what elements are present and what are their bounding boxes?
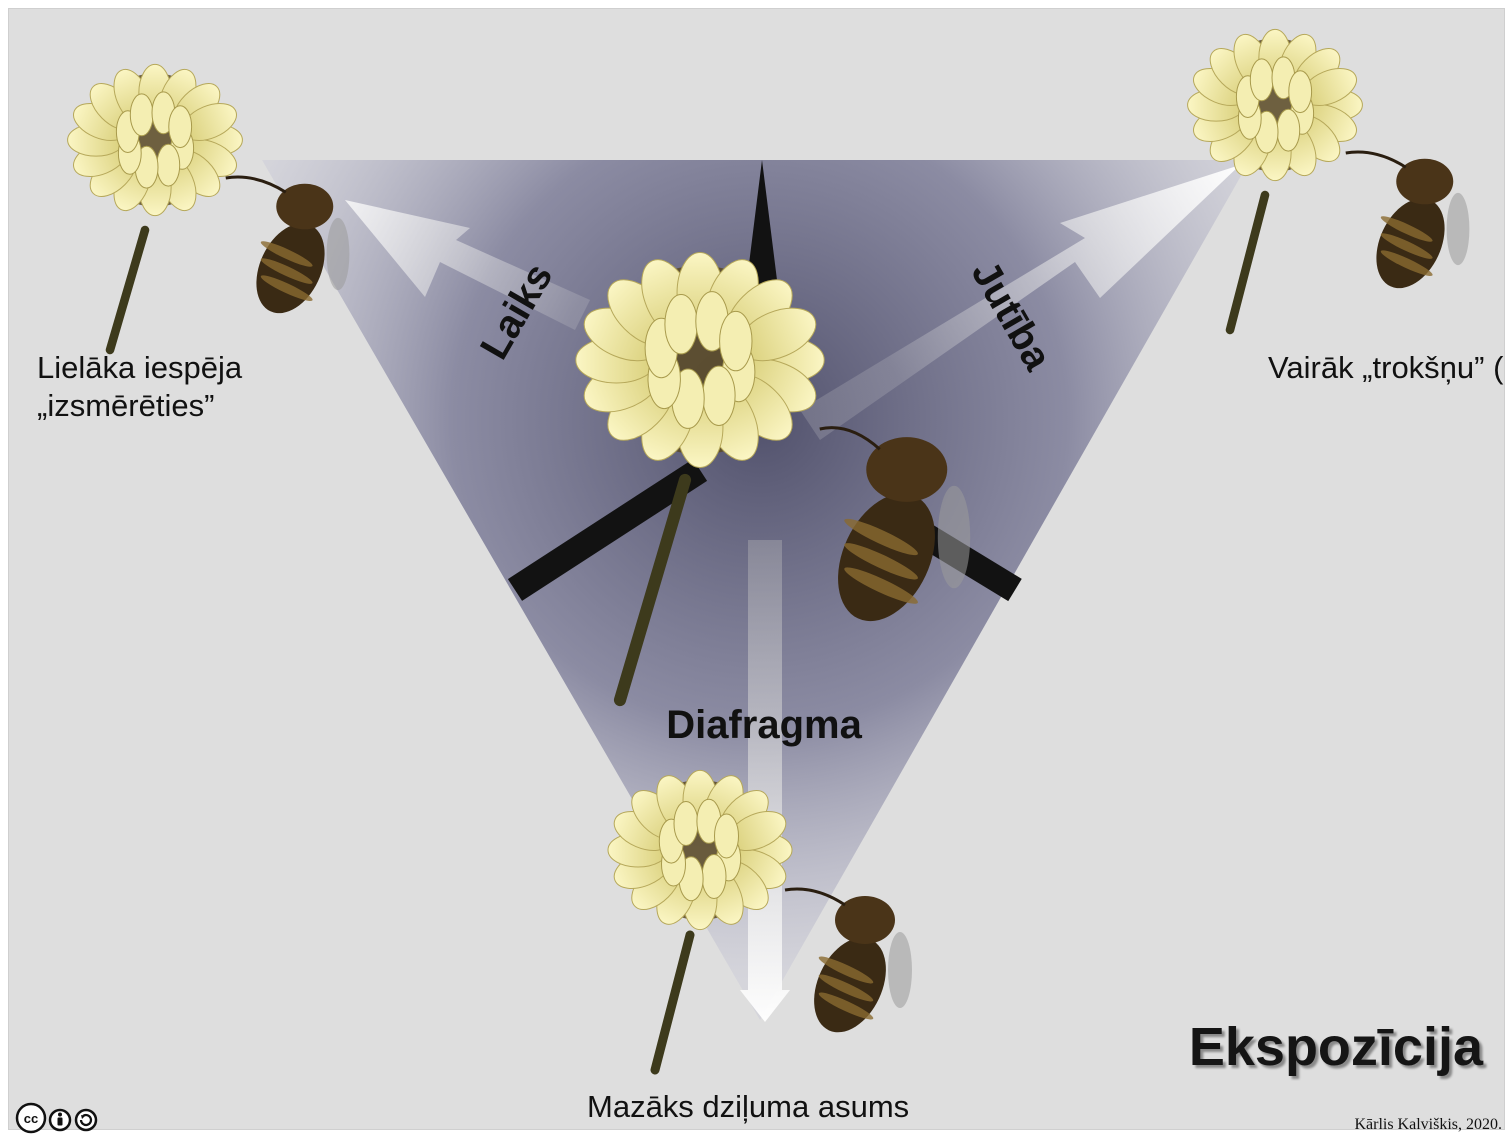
bee (1346, 152, 1470, 299)
petal (715, 814, 739, 858)
petal (674, 802, 698, 846)
petal (169, 106, 192, 148)
caption-bottom: Mazāks dziļuma asums (587, 1088, 909, 1126)
petal (720, 311, 752, 370)
petal (1277, 109, 1300, 151)
petal (702, 855, 726, 899)
cc-icon: cc (17, 1104, 45, 1132)
petal (1250, 59, 1273, 101)
stem (1230, 195, 1265, 330)
caption-top-left: Lielāka iespēja „izsmērēties” (37, 349, 242, 425)
cc-license-badge: cc (15, 1102, 99, 1134)
petal (130, 94, 153, 136)
stem (655, 935, 690, 1070)
stem (110, 230, 145, 350)
petal (157, 144, 180, 186)
slide-title: Ekspozīcija (1189, 1016, 1483, 1078)
svg-text:cc: cc (24, 1111, 38, 1126)
sa-icon (76, 1110, 96, 1130)
petal (1289, 71, 1312, 113)
caption-top-right: Vairāk „trokšņu” (lielāks grauds) (1268, 349, 1505, 387)
petal (665, 295, 697, 354)
by-icon (50, 1110, 70, 1130)
axis-label-diafragma: Diafragma (666, 703, 862, 747)
illustration-top-left (68, 64, 350, 350)
petal (703, 366, 735, 425)
author-credit: Kārlis Kalviškis, 2020. (1354, 1116, 1502, 1134)
bee (226, 177, 350, 324)
